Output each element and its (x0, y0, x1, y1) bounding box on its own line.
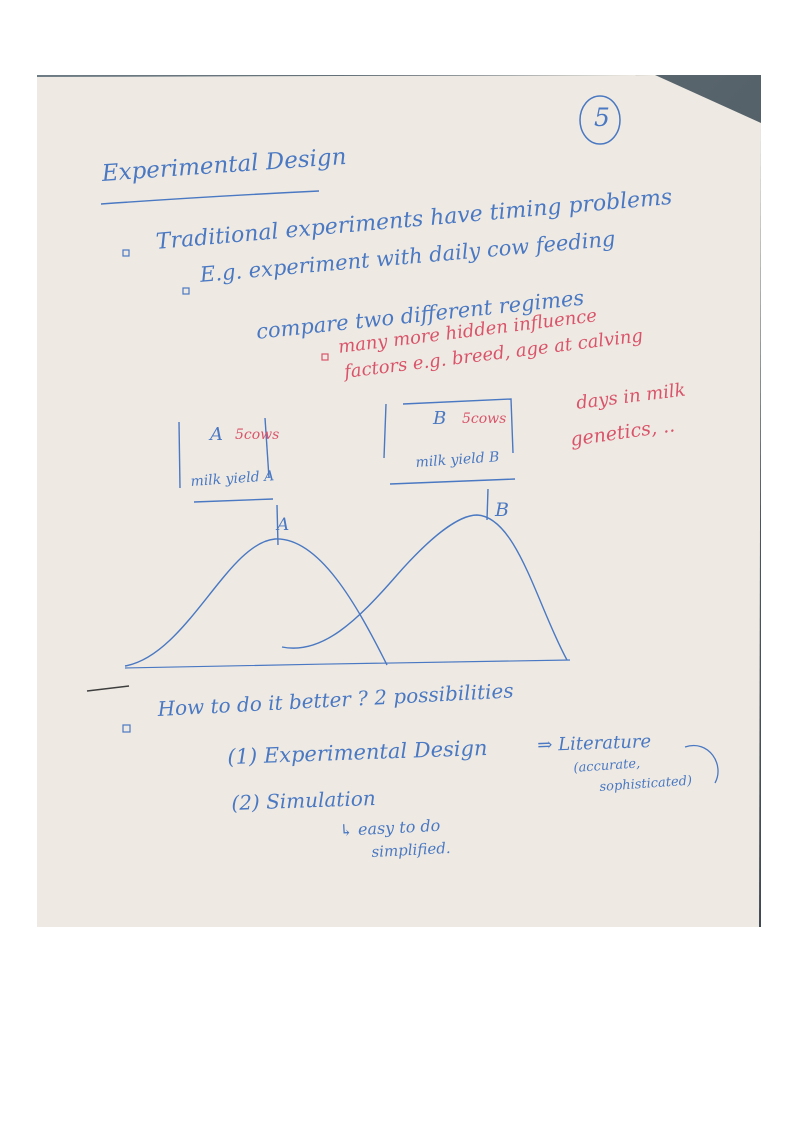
box-b-top-right (402, 398, 514, 454)
option-1-arrow: ⇒ Literature (537, 731, 652, 756)
hidden-checkbox (321, 353, 329, 361)
box-a-bottom (193, 498, 274, 503)
box-b-bottom (389, 478, 516, 485)
mean-a-line (276, 504, 279, 546)
question-checkbox (122, 724, 131, 733)
whiteboard-photo: 5 Experimental Design Traditional experi… (37, 75, 761, 927)
curve-a (124, 538, 388, 667)
bullet-1a-checkbox (182, 287, 190, 295)
page-number-circle (579, 95, 621, 145)
page-number: 5 (594, 103, 610, 132)
baseline (124, 659, 571, 669)
box-b-left (383, 403, 387, 459)
curve-a-label: A (277, 515, 290, 535)
box-b-count: 5cows (462, 411, 507, 427)
closing-paren (684, 744, 719, 784)
box-a-right (264, 417, 270, 479)
whiteboard (37, 75, 761, 927)
curve-b-label: B (495, 499, 509, 521)
option-2: (2) Simulation (231, 785, 377, 815)
bullet-1-checkbox (122, 249, 130, 257)
box-b-label: B (433, 408, 447, 429)
box-a-label: A (210, 424, 223, 445)
curve-b (281, 514, 568, 661)
title-underline (100, 190, 320, 205)
box-a-count: 5cows (235, 427, 280, 443)
pen-mark (86, 685, 130, 692)
mean-b-line (486, 488, 489, 521)
box-a-left (178, 421, 181, 489)
